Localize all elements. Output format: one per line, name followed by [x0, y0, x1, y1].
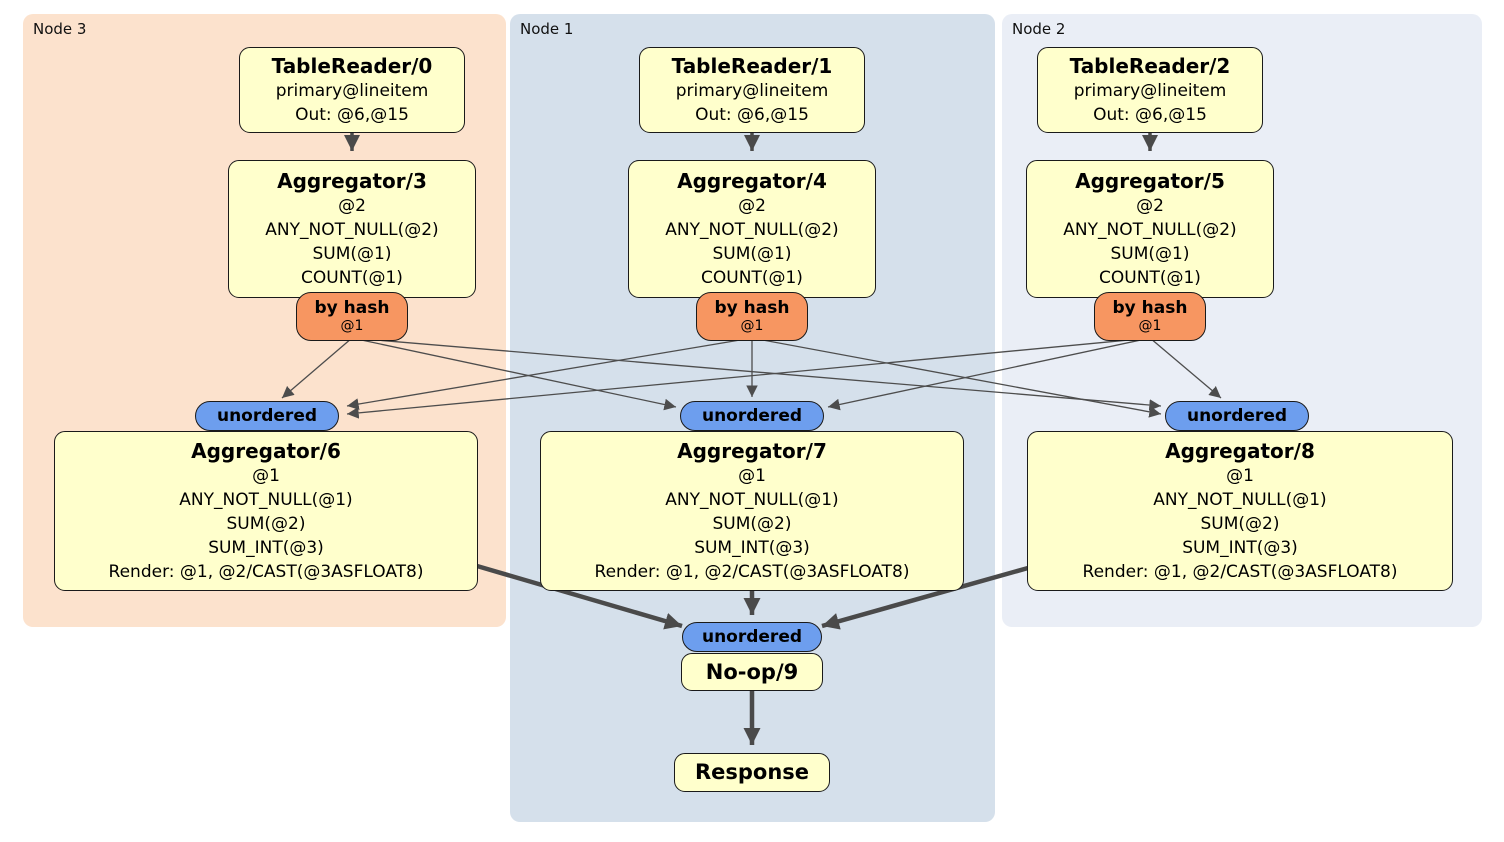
router-detail: @1 — [340, 317, 364, 334]
response-node: Response — [674, 753, 830, 792]
aggregator-8-groupby: @1 — [1226, 465, 1254, 486]
aggregator-3-fn: SUM(@1) — [312, 243, 392, 264]
router-by-hash-node1: by hash @1 — [696, 292, 808, 341]
table-reader-1-out: Out: @6,@15 — [695, 104, 809, 125]
sync-unordered-node2: unordered — [1165, 401, 1309, 431]
aggregator-5-node: Aggregator/5 @2 ANY_NOT_NULL(@2) SUM(@1)… — [1026, 160, 1274, 298]
router-by-hash-node3: by hash @1 — [296, 292, 408, 341]
table-reader-0-title: TableReader/0 — [271, 53, 433, 78]
table-reader-1-node: TableReader/1 primary@lineitem Out: @6,@… — [639, 47, 865, 133]
aggregator-6-title: Aggregator/6 — [191, 438, 341, 463]
response-title: Response — [694, 760, 810, 784]
aggregator-7-title: Aggregator/7 — [677, 438, 827, 463]
aggregator-5-title: Aggregator/5 — [1075, 168, 1225, 193]
aggregator-3-node: Aggregator/3 @2 ANY_NOT_NULL(@2) SUM(@1)… — [228, 160, 476, 298]
aggregator-6-fn: SUM(@2) — [226, 513, 306, 534]
aggregator-4-node: Aggregator/4 @2 ANY_NOT_NULL(@2) SUM(@1)… — [628, 160, 876, 298]
aggregator-5-fn: SUM(@1) — [1110, 243, 1190, 264]
table-reader-0-node: TableReader/0 primary@lineitem Out: @6,@… — [239, 47, 465, 133]
node2-panel-label: Node 2 — [1012, 20, 1066, 38]
aggregator-6-render: Render: @1, @2/CAST(@3ASFLOAT8) — [108, 561, 424, 582]
aggregator-8-fn: SUM(@2) — [1200, 513, 1280, 534]
aggregator-6-groupby: @1 — [252, 465, 280, 486]
router-label: by hash — [714, 297, 790, 318]
aggregator-7-render: Render: @1, @2/CAST(@3ASFLOAT8) — [594, 561, 910, 582]
table-reader-2-node: TableReader/2 primary@lineitem Out: @6,@… — [1037, 47, 1263, 133]
sync-label: unordered — [216, 406, 318, 426]
aggregator-3-groupby: @2 — [338, 195, 366, 216]
aggregator-8-render: Render: @1, @2/CAST(@3ASFLOAT8) — [1082, 561, 1398, 582]
aggregator-5-fn: COUNT(@1) — [1099, 267, 1201, 288]
aggregator-7-groupby: @1 — [738, 465, 766, 486]
sync-unordered-node1: unordered — [680, 401, 824, 431]
aggregator-8-title: Aggregator/8 — [1165, 438, 1315, 463]
table-reader-1-title: TableReader/1 — [671, 53, 833, 78]
aggregator-6-fn: ANY_NOT_NULL(@1) — [179, 489, 353, 510]
sync-label: unordered — [701, 627, 803, 647]
aggregator-4-fn: SUM(@1) — [712, 243, 792, 264]
aggregator-7-node: Aggregator/7 @1 ANY_NOT_NULL(@1) SUM(@2)… — [540, 431, 964, 591]
sync-unordered-final: unordered — [682, 622, 822, 652]
sync-label: unordered — [701, 406, 803, 426]
aggregator-7-fn: ANY_NOT_NULL(@1) — [665, 489, 839, 510]
node3-panel-label: Node 3 — [33, 20, 87, 38]
router-label: by hash — [1112, 297, 1188, 318]
aggregator-5-groupby: @2 — [1136, 195, 1164, 216]
table-reader-1-index: primary@lineitem — [675, 80, 829, 101]
table-reader-2-out: Out: @6,@15 — [1093, 104, 1207, 125]
table-reader-0-index: primary@lineitem — [275, 80, 429, 101]
table-reader-2-index: primary@lineitem — [1073, 80, 1227, 101]
router-label: by hash — [314, 297, 390, 318]
aggregator-8-fn: ANY_NOT_NULL(@1) — [1153, 489, 1327, 510]
aggregator-7-fn: SUM_INT(@3) — [694, 537, 810, 558]
noop-9-node: No-op/9 — [681, 653, 823, 691]
aggregator-3-title: Aggregator/3 — [277, 168, 427, 193]
router-detail: @1 — [740, 317, 764, 334]
aggregator-8-fn: SUM_INT(@3) — [1182, 537, 1298, 558]
aggregator-3-fn: COUNT(@1) — [301, 267, 403, 288]
router-by-hash-node2: by hash @1 — [1094, 292, 1206, 341]
sync-unordered-node3: unordered — [195, 401, 339, 431]
aggregator-4-fn: COUNT(@1) — [701, 267, 803, 288]
node1-panel-label: Node 1 — [520, 20, 574, 38]
aggregator-4-groupby: @2 — [738, 195, 766, 216]
aggregator-4-title: Aggregator/4 — [677, 168, 827, 193]
aggregator-6-fn: SUM_INT(@3) — [208, 537, 324, 558]
router-detail: @1 — [1138, 317, 1162, 334]
table-reader-0-out: Out: @6,@15 — [295, 104, 409, 125]
noop-9-title: No-op/9 — [705, 659, 799, 684]
aggregator-3-fn: ANY_NOT_NULL(@2) — [265, 219, 439, 240]
sync-label: unordered — [1186, 406, 1288, 426]
aggregator-8-node: Aggregator/8 @1 ANY_NOT_NULL(@1) SUM(@2)… — [1027, 431, 1453, 591]
aggregator-7-fn: SUM(@2) — [712, 513, 792, 534]
aggregator-5-fn: ANY_NOT_NULL(@2) — [1063, 219, 1237, 240]
aggregator-4-fn: ANY_NOT_NULL(@2) — [665, 219, 839, 240]
table-reader-2-title: TableReader/2 — [1069, 53, 1231, 78]
aggregator-6-node: Aggregator/6 @1 ANY_NOT_NULL(@1) SUM(@2)… — [54, 431, 478, 591]
